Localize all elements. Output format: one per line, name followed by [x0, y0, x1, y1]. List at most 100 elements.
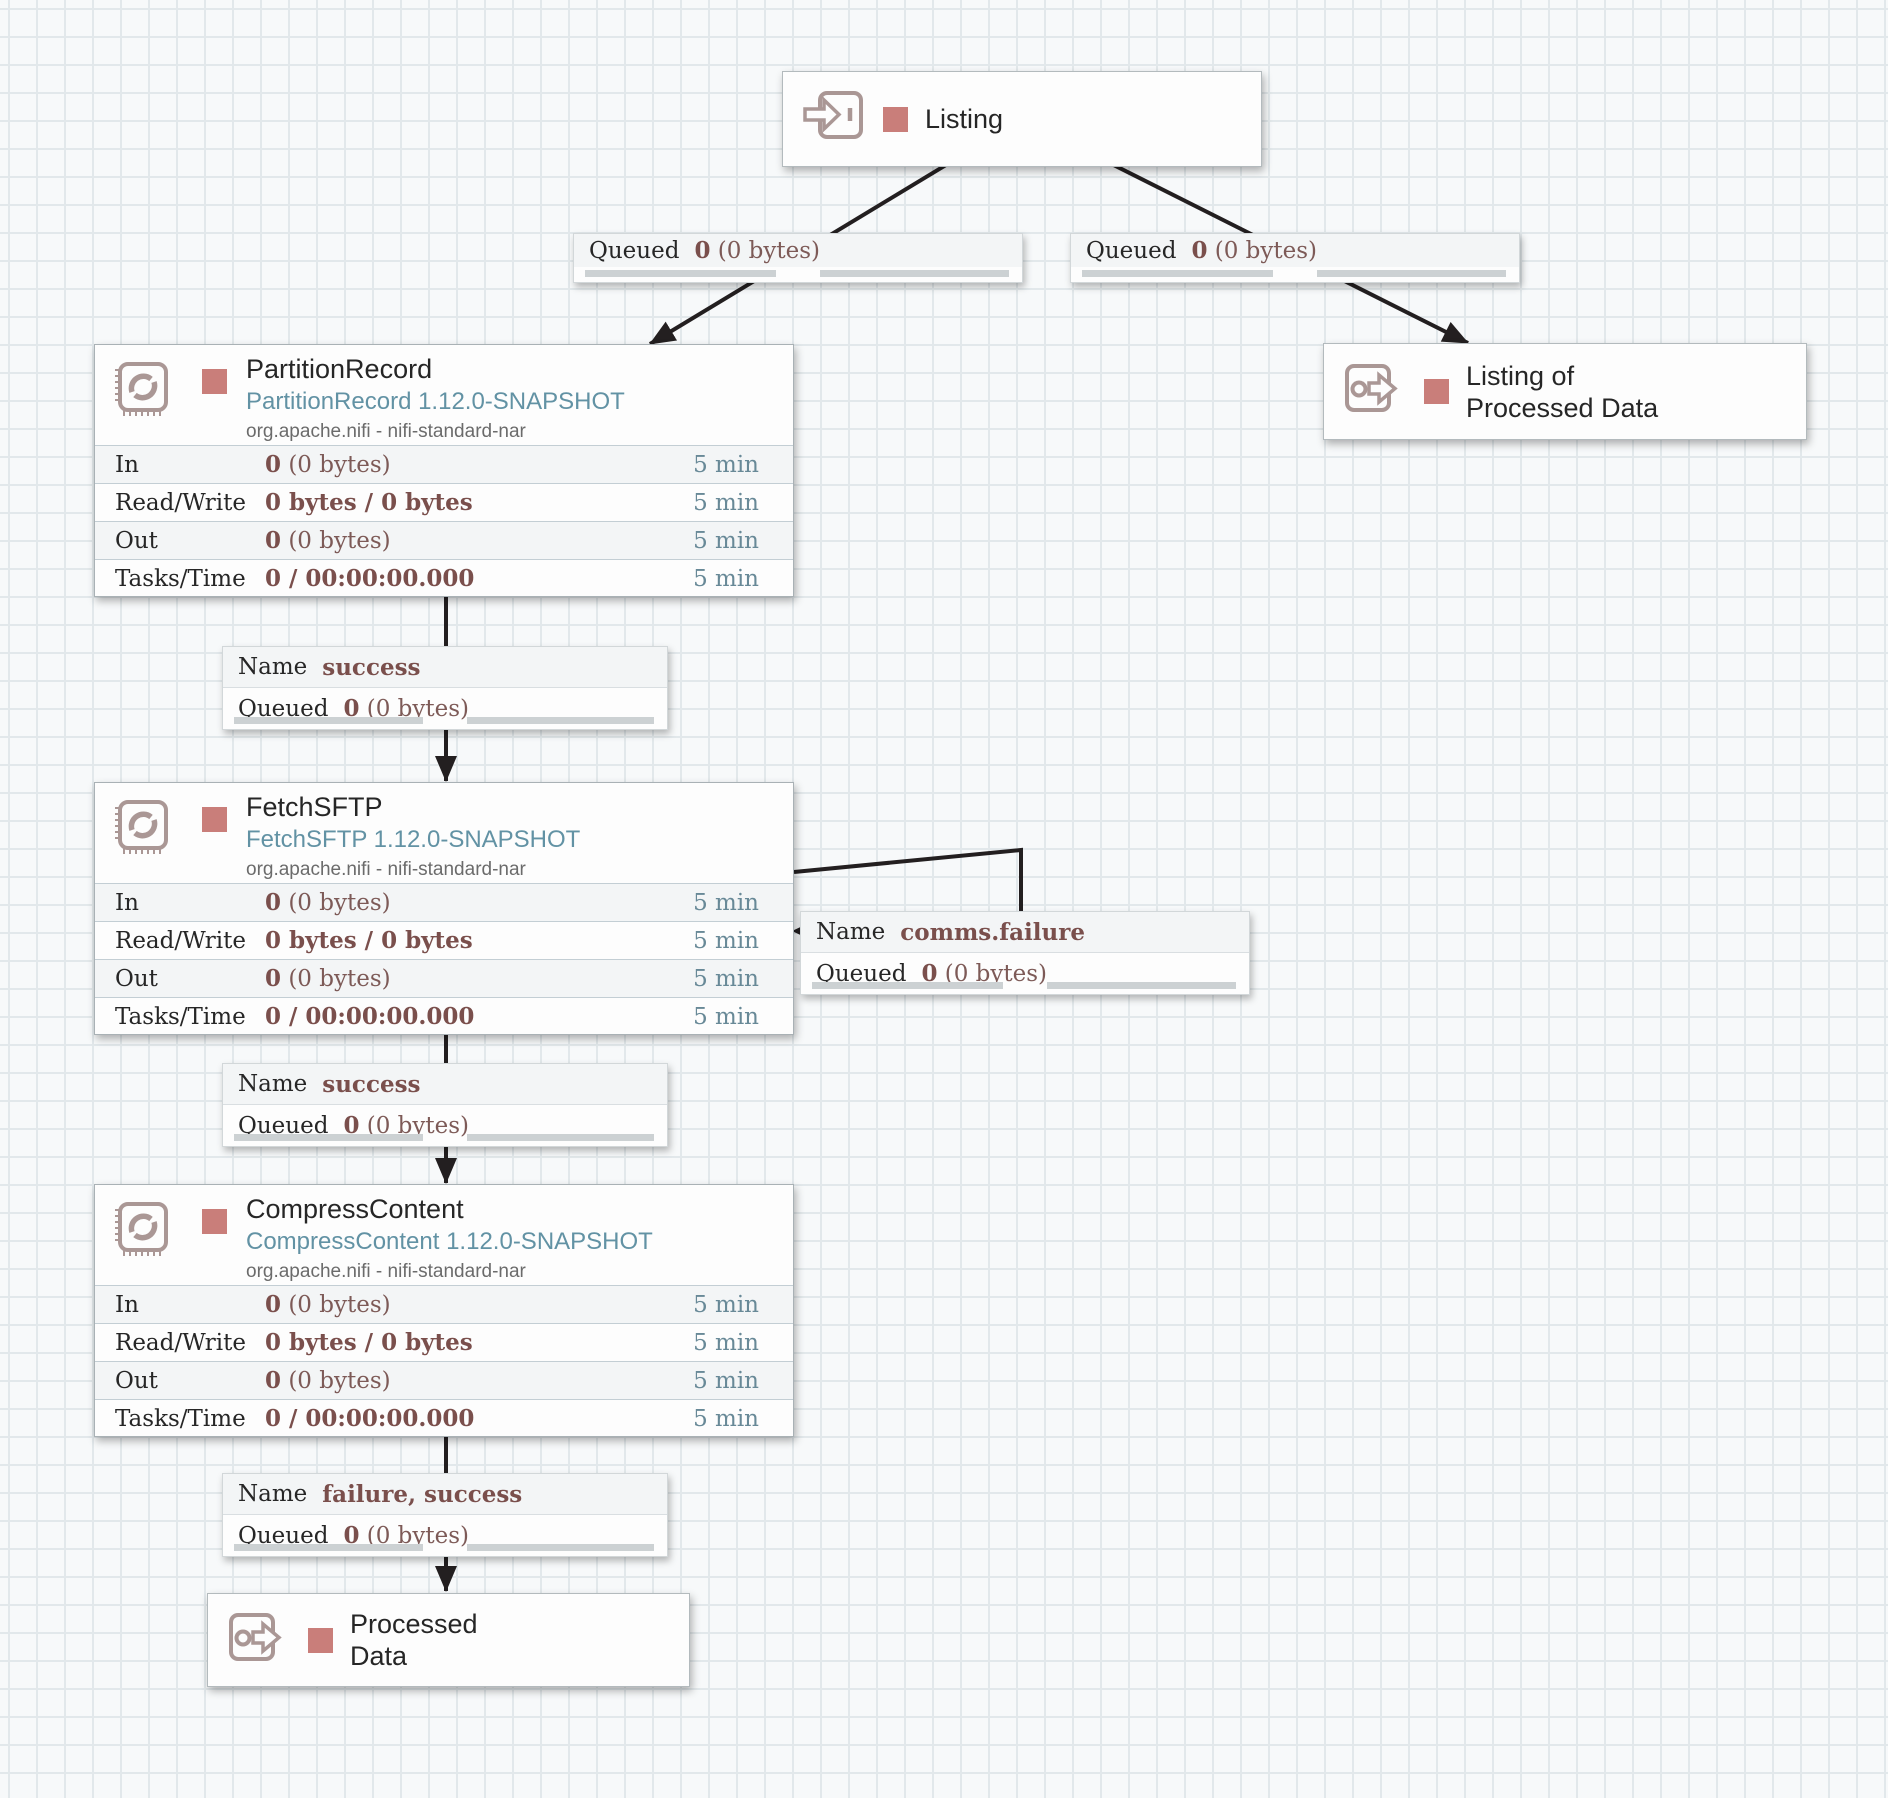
processor-header: CompressContent CompressContent 1.12.0-S…: [95, 1185, 793, 1285]
stat-window: 5 min: [693, 1291, 759, 1318]
queue-indicator-bar: [234, 1544, 423, 1551]
processor-type: PartitionRecord 1.12.0-SNAPSHOT: [246, 388, 625, 415]
name-key: Name: [238, 654, 308, 680]
processor-bundle: org.apache.nifi - nifi-standard-nar: [246, 1261, 526, 1282]
relationship-name: failure, success: [322, 1480, 523, 1508]
stat-window: 5 min: [693, 451, 759, 478]
output-port-icon: [1344, 363, 1406, 420]
processor-type: CompressContent 1.12.0-SNAPSHOT: [246, 1228, 653, 1255]
queue-indicator-bar: [585, 270, 776, 277]
processor-icon: [111, 360, 173, 427]
stat-label: Out: [115, 1367, 158, 1394]
stat-value-rest: (0 bytes): [281, 528, 391, 554]
queued-count: 0: [343, 695, 360, 722]
stat-value-rest: (0 bytes): [281, 452, 391, 478]
queue-indicator-bar: [812, 982, 1003, 989]
processor-bundle: org.apache.nifi - nifi-standard-nar: [246, 421, 526, 442]
stat-row-readwrite: Read/Write 0 bytes / 0 bytes 5 min: [95, 483, 793, 521]
processor-compresscontent[interactable]: CompressContent CompressContent 1.12.0-S…: [94, 1184, 794, 1437]
stopped-status-square: [883, 106, 908, 132]
name-row: Name success: [223, 1064, 667, 1105]
stat-value-bold: 0: [265, 965, 282, 992]
stat-window: 5 min: [693, 927, 759, 954]
output-port-processed-data[interactable]: Processed Data: [207, 1593, 690, 1687]
port-label-line1: Processed: [350, 1609, 478, 1639]
connection-fetchsftp-to-compresscontent[interactable]: Name success Queued 0 (0 bytes): [222, 1063, 668, 1147]
processor-header: PartitionRecord PartitionRecord 1.12.0-S…: [95, 345, 793, 445]
stat-value-bold: 0 bytes / 0 bytes: [265, 1329, 473, 1356]
queued-size: (0 bytes): [710, 238, 821, 264]
port-label-line1: Listing of: [1466, 360, 1575, 391]
stat-label: Out: [115, 527, 158, 554]
stat-window: 5 min: [693, 889, 759, 916]
stat-label: Read/Write: [115, 489, 246, 516]
stopped-status-square: [202, 807, 227, 832]
port-label-line2: Data: [350, 1641, 408, 1671]
stat-label: In: [115, 451, 139, 478]
input-port-icon: [803, 90, 865, 149]
output-port-listing-of-processed-data[interactable]: Listing of Processed Data: [1323, 343, 1807, 440]
stat-label: Tasks/Time: [115, 1003, 246, 1030]
name-key: Name: [238, 1071, 308, 1097]
name-row: Name success: [223, 647, 667, 688]
stat-value-bold: 0 bytes / 0 bytes: [265, 927, 473, 954]
queue-indicator-bar: [1047, 982, 1236, 989]
processor-name: PartitionRecord: [246, 354, 433, 384]
stat-value-bold: 0 bytes / 0 bytes: [265, 489, 473, 516]
stat-value-rest: (0 bytes): [281, 1368, 391, 1394]
stat-value-bold: 0: [265, 527, 282, 554]
output-port-icon: [228, 1612, 290, 1669]
stat-window: 5 min: [693, 489, 759, 516]
stat-row-in: In 0 (0 bytes) 5 min: [95, 445, 793, 483]
connection-listing-to-partitionrecord[interactable]: Queued 0 (0 bytes): [573, 233, 1023, 283]
stat-row-in: In 0 (0 bytes) 5 min: [95, 883, 793, 921]
processor-header: FetchSFTP FetchSFTP 1.12.0-SNAPSHOT org.…: [95, 783, 793, 883]
connection-partitionrecord-to-fetchsftp[interactable]: Name success Queued 0 (0 bytes): [222, 646, 668, 730]
stat-label: Read/Write: [115, 1329, 246, 1356]
stat-value-bold: 0 / 00:00:00.000: [265, 1003, 475, 1030]
stat-row-in: In 0 (0 bytes) 5 min: [95, 1285, 793, 1323]
relationship-name: success: [322, 1070, 421, 1098]
connection-compresscontent-to-processed-data[interactable]: Name failure, success Queued 0 (0 bytes): [222, 1473, 668, 1557]
queue-indicator-bar: [467, 717, 654, 724]
queue-indicator-bar: [1082, 270, 1273, 277]
queued-row: Queued 0 (0 bytes): [574, 234, 1022, 267]
name-row: Name failure, success: [223, 1474, 667, 1515]
connection-listing-to-output[interactable]: Queued 0 (0 bytes): [1070, 233, 1520, 283]
stat-row-taskstime: Tasks/Time 0 / 00:00:00.000 5 min: [95, 997, 793, 1035]
stat-label: Read/Write: [115, 927, 246, 954]
stat-value-bold: 0: [265, 1367, 282, 1394]
queue-indicator-bar: [467, 1134, 654, 1141]
queued-count: 0: [343, 1112, 360, 1139]
stat-row-out: Out 0 (0 bytes) 5 min: [95, 521, 793, 559]
stopped-status-square: [1424, 379, 1449, 404]
processor-icon: [111, 1200, 173, 1267]
name-key: Name: [816, 919, 886, 945]
stat-window: 5 min: [693, 565, 759, 592]
queue-indicator-bar: [1317, 270, 1506, 277]
stopped-status-square: [202, 369, 227, 394]
name-key: Name: [238, 1481, 308, 1507]
queued-count: 0: [694, 237, 711, 264]
stat-window: 5 min: [693, 527, 759, 554]
processor-partitionrecord[interactable]: PartitionRecord PartitionRecord 1.12.0-S…: [94, 344, 794, 597]
stopped-status-square: [202, 1209, 227, 1234]
stat-label: Tasks/Time: [115, 1405, 246, 1432]
input-port-listing[interactable]: Listing: [782, 71, 1262, 167]
processor-fetchsftp[interactable]: FetchSFTP FetchSFTP 1.12.0-SNAPSHOT org.…: [94, 782, 794, 1035]
connection-fetchsftp-self-loop[interactable]: Name comms.failure Queued 0 (0 bytes): [800, 911, 1250, 995]
stat-window: 5 min: [693, 1003, 759, 1030]
queue-indicator-bar: [234, 717, 423, 724]
relationship-name: success: [322, 653, 421, 681]
stat-value-bold: 0: [265, 1291, 282, 1318]
stat-label: In: [115, 889, 139, 916]
stat-row-taskstime: Tasks/Time 0 / 00:00:00.000 5 min: [95, 1399, 793, 1437]
queued-count: 0: [1191, 237, 1208, 264]
stat-value-bold: 0 / 00:00:00.000: [265, 565, 475, 592]
queue-indicator-bar: [234, 1134, 423, 1141]
stat-window: 5 min: [693, 1405, 759, 1432]
stat-row-taskstime: Tasks/Time 0 / 00:00:00.000 5 min: [95, 559, 793, 597]
processor-name: FetchSFTP: [246, 792, 383, 822]
stat-value-rest: (0 bytes): [281, 1292, 391, 1318]
